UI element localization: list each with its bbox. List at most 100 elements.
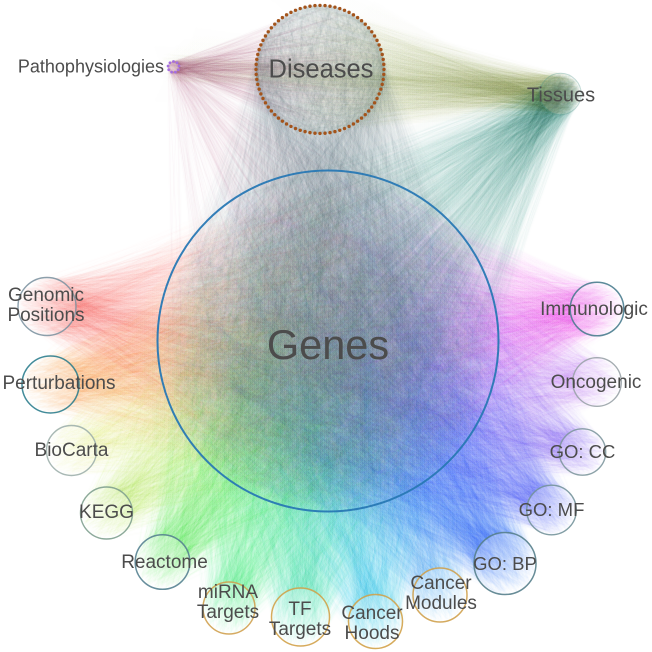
node-go-bp[interactable] bbox=[473, 531, 537, 596]
gene-set-dot bbox=[293, 8, 298, 12]
gene-set-dot bbox=[276, 116, 281, 120]
node-reactome[interactable] bbox=[134, 533, 191, 591]
label-cancer-modules: Cancer Modules bbox=[405, 572, 477, 614]
gene-set-dot bbox=[308, 4, 312, 8]
label-reactome: Reactome bbox=[121, 551, 208, 573]
label-oncogenic: Oncogenic bbox=[550, 371, 642, 393]
node-diseases[interactable] bbox=[254, 3, 386, 136]
gene-set-dot bbox=[308, 130, 312, 135]
label-pathophysiologies: Pathophysiologies bbox=[17, 56, 164, 77]
node-kegg[interactable] bbox=[79, 486, 134, 540]
gene-set-dot bbox=[338, 6, 342, 11]
gene-set-dot bbox=[382, 62, 386, 67]
gene-set-dot bbox=[280, 15, 285, 20]
gene-set-dot bbox=[257, 47, 261, 52]
gene-set-dot bbox=[255, 77, 259, 82]
label-genes: Genes bbox=[266, 321, 390, 369]
gene-set-dot bbox=[372, 34, 377, 38]
gene-set-dot bbox=[372, 101, 377, 105]
gene-set-dot bbox=[379, 47, 383, 52]
gene-set-dot bbox=[269, 109, 274, 113]
node-go-mf[interactable] bbox=[526, 484, 578, 536]
label-cancer-hoods: Cancer Hoods bbox=[341, 602, 403, 644]
gene-set-dot bbox=[370, 105, 374, 109]
gene-set-dot bbox=[380, 52, 384, 57]
gene-set-dot bbox=[375, 38, 379, 43]
gene-set-dot bbox=[370, 30, 374, 34]
gene-set-dot bbox=[263, 101, 268, 105]
gene-set-dot bbox=[342, 8, 347, 12]
gene-set-dot bbox=[359, 116, 364, 120]
node-oncogenic[interactable] bbox=[572, 357, 623, 408]
node-immunologic[interactable] bbox=[569, 281, 625, 337]
gene-set-dot bbox=[269, 26, 274, 30]
gene-set-dot bbox=[359, 19, 364, 23]
gene-set-dot bbox=[355, 119, 360, 123]
gene-set-dot bbox=[355, 15, 360, 20]
gene-set-dot bbox=[266, 105, 270, 109]
gene-set-dot bbox=[381, 77, 385, 82]
gene-set-dot bbox=[323, 3, 327, 8]
gene-set-dot bbox=[261, 96, 265, 101]
node-pathophysiologies[interactable] bbox=[166, 60, 181, 74]
gene-set-dot bbox=[351, 122, 356, 126]
label-mirna-targets: miRNA Targets bbox=[196, 581, 260, 623]
gene-set-dot bbox=[273, 112, 277, 117]
node-tf-targets[interactable] bbox=[270, 587, 331, 647]
gene-set-dot bbox=[259, 92, 263, 96]
gene-set-dot bbox=[177, 64, 181, 68]
gene-set-dot bbox=[333, 5, 337, 9]
gene-set-dot bbox=[263, 34, 268, 38]
label-go-cc: GO: CC bbox=[549, 441, 616, 463]
gene-set-dot bbox=[276, 19, 281, 23]
gene-set-dot bbox=[176, 68, 180, 72]
gene-set-dot bbox=[318, 131, 322, 136]
gene-set-dot bbox=[166, 64, 170, 68]
gene-set-dot bbox=[284, 122, 289, 126]
label-genomic-positions: Genomic Positions bbox=[7, 284, 85, 326]
node-perturbations[interactable] bbox=[21, 355, 80, 414]
gene-set-dot bbox=[266, 30, 270, 34]
gene-set-dot bbox=[280, 119, 285, 123]
label-biocarta: BioCarta bbox=[34, 439, 109, 461]
node-genes[interactable] bbox=[156, 169, 500, 513]
label-tf-targets: TF Targets bbox=[268, 598, 332, 640]
gene-set-dot bbox=[289, 10, 293, 15]
node-tissues[interactable] bbox=[539, 72, 582, 116]
gene-set-dot bbox=[303, 129, 307, 134]
gene-set-dot bbox=[256, 52, 260, 57]
node-cancer-hoods[interactable] bbox=[347, 593, 404, 650]
gene-set-dot bbox=[338, 128, 342, 132]
gene-set-dot bbox=[381, 57, 385, 62]
gene-set-dot bbox=[298, 128, 302, 132]
node-go-cc[interactable] bbox=[558, 428, 607, 476]
gene-set-dot bbox=[172, 60, 175, 63]
gene-set-dot bbox=[257, 87, 261, 91]
node-genomic-positions[interactable] bbox=[17, 276, 77, 337]
gene-set-dot bbox=[284, 13, 289, 17]
label-immunologic: Immunologic bbox=[540, 298, 648, 320]
label-diseases: Diseases bbox=[268, 55, 374, 84]
gene-set-dot bbox=[313, 3, 317, 8]
gene-set-dot bbox=[377, 92, 381, 96]
node-cancer-modules[interactable] bbox=[412, 567, 468, 623]
gene-set-dot bbox=[366, 26, 371, 30]
gene-set-dot bbox=[273, 22, 277, 26]
gene-set-dot bbox=[289, 124, 293, 129]
gene-set-dot bbox=[363, 22, 367, 26]
node-mirna-targets[interactable] bbox=[202, 581, 256, 635]
gene-set-dot bbox=[347, 124, 351, 129]
gene-set-dot bbox=[366, 109, 371, 113]
gene-set-dot bbox=[342, 126, 347, 131]
gene-set-dot bbox=[318, 3, 322, 8]
gene-set-dot bbox=[380, 82, 384, 87]
gene-set-dot bbox=[303, 5, 307, 9]
label-tissues: Tissues bbox=[526, 84, 596, 107]
gene-set-dot bbox=[351, 13, 356, 17]
label-perturbations: Perturbations bbox=[2, 372, 116, 394]
node-biocarta[interactable] bbox=[45, 424, 98, 477]
label-go-bp: GO: BP bbox=[473, 552, 537, 574]
gene-set-dot bbox=[333, 129, 337, 134]
